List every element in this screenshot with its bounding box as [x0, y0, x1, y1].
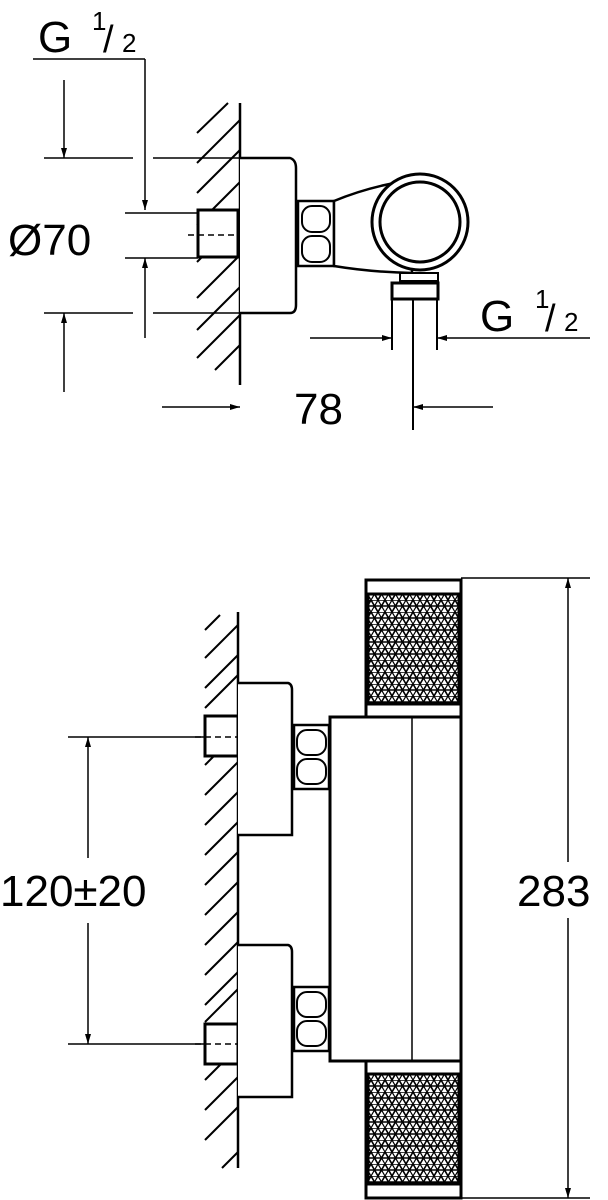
thread-top-denominator: 2 — [122, 28, 136, 58]
hex-nut-upper — [292, 723, 331, 791]
thread-outlet-prefix: G — [480, 292, 514, 341]
hex-nut-lower — [292, 985, 331, 1053]
escutcheon-upper — [238, 681, 294, 837]
outlet-fitting-top — [390, 272, 440, 430]
depth-label: 78 — [294, 385, 343, 434]
inlet-stub-upper — [195, 714, 240, 758]
front-view: 120±20 283 — [0, 577, 590, 1200]
thread-top-numerator: 1 — [92, 6, 106, 36]
thread-top-prefix: G — [38, 13, 72, 62]
escutcheon-top — [240, 156, 298, 315]
thread-top-slash: / — [103, 19, 114, 61]
knurled-handle-lower — [364, 1059, 463, 1200]
dimension-inlet-spacing: 120±20 — [0, 736, 205, 1045]
knurled-handle-upper — [364, 578, 463, 719]
hex-nut-top — [296, 199, 336, 268]
dimension-thread-top: G 1 / 2 — [33, 6, 148, 210]
wall-section-front — [204, 612, 240, 1169]
escutcheon-lower — [238, 943, 294, 1099]
dimension-diameter: Ø70 — [8, 80, 240, 392]
handle-inner-top — [378, 180, 462, 264]
thread-outlet-slash: / — [545, 298, 556, 340]
inlet-stub-top — [188, 208, 240, 259]
dimension-depth: 78 — [162, 385, 493, 434]
mixer-body — [328, 715, 463, 1063]
dimension-height: 283 — [461, 577, 590, 1199]
spacing-label: 120±20 — [0, 867, 147, 916]
dimension-thread-outlet: G 1 / 2 — [310, 284, 590, 341]
top-view: G 1 / 2 Ø70 78 G 1 — [8, 6, 590, 434]
thread-outlet-denominator: 2 — [564, 307, 578, 337]
thread-outlet-numerator: 1 — [535, 284, 549, 314]
diameter-label: Ø70 — [8, 216, 91, 265]
height-label: 283 — [517, 867, 590, 916]
